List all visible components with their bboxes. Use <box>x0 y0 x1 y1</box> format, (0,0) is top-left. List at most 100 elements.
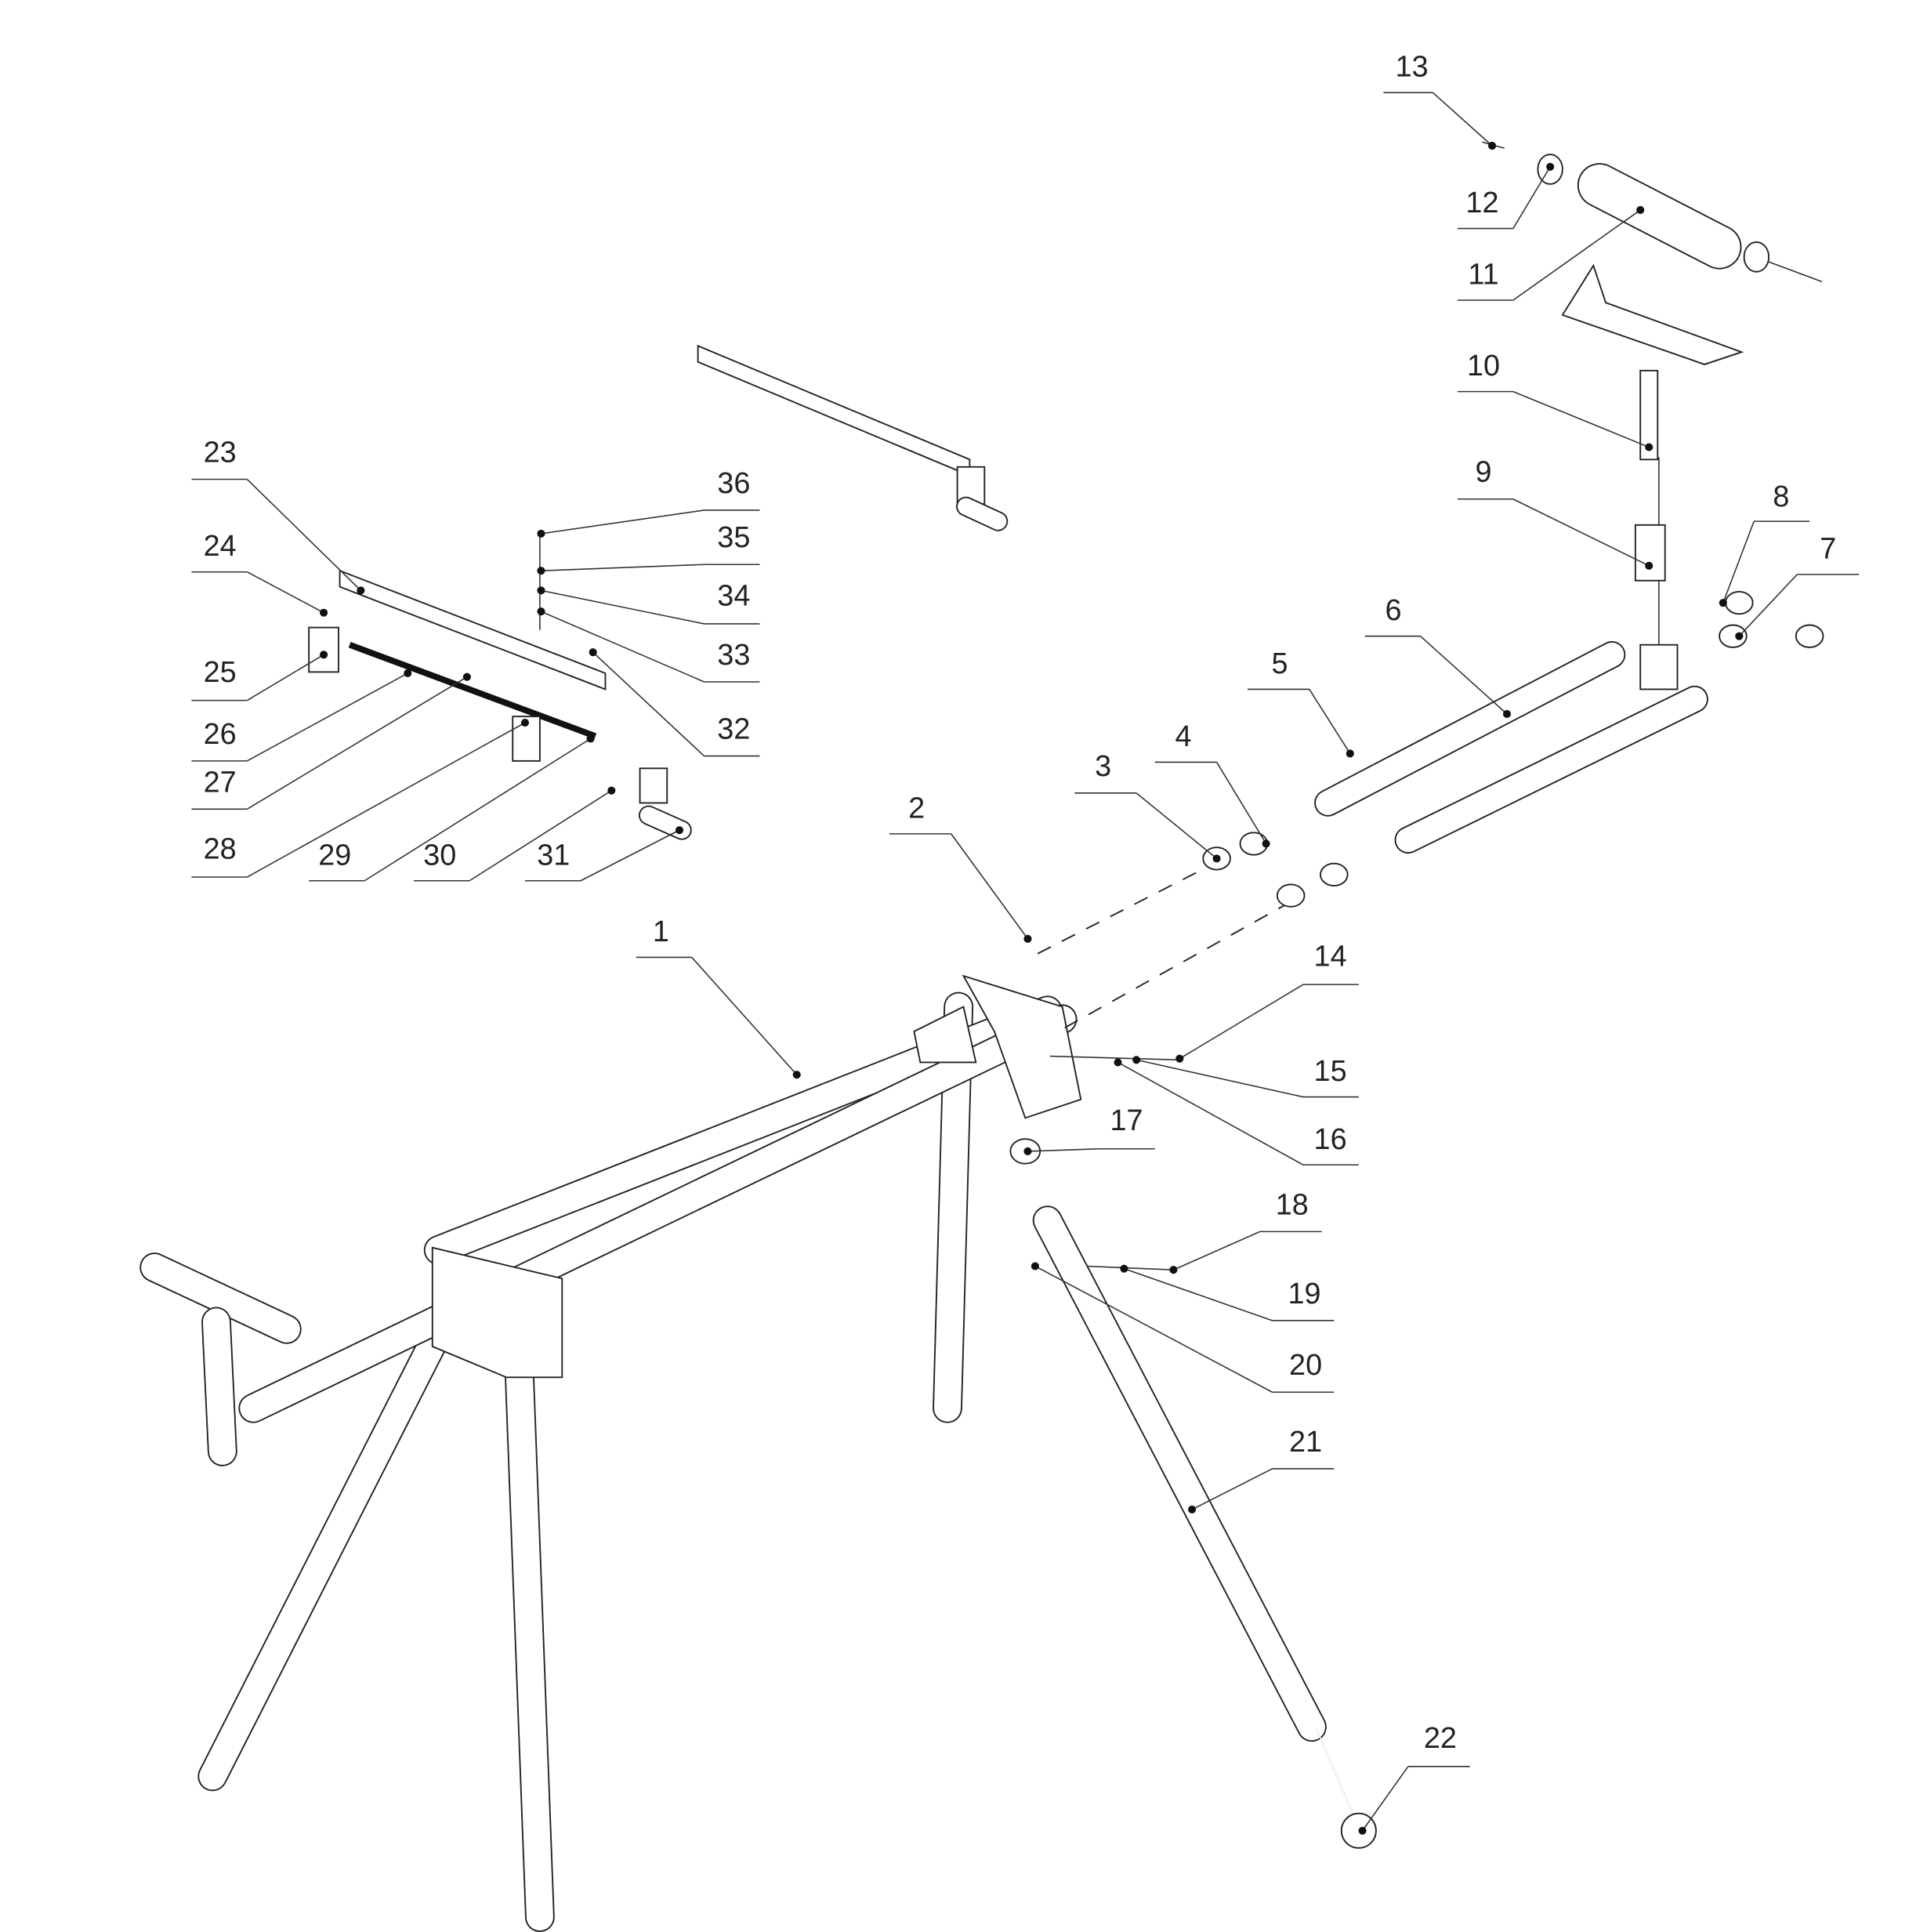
callout-number: 22 <box>1424 1722 1457 1755</box>
callout-leader-line <box>1027 1147 1099 1152</box>
callout-30: 30 <box>414 786 616 882</box>
callout-leader-line <box>1432 92 1493 147</box>
callout-1: 1 <box>636 915 801 1079</box>
callout-number: 31 <box>537 839 570 872</box>
callout-number: 11 <box>1468 258 1498 291</box>
callout-dot <box>1636 205 1645 214</box>
callout-17: 17 <box>1023 1104 1155 1155</box>
callout-number: 6 <box>1385 594 1401 627</box>
callout-7: 7 <box>1735 532 1860 640</box>
end-cap-4 <box>1725 590 1754 615</box>
callout-leader-line <box>1512 209 1641 301</box>
callout-leader-line <box>1512 166 1551 229</box>
callout-16: 16 <box>1114 1058 1359 1166</box>
callout-leader-line <box>364 738 591 882</box>
callout-10: 10 <box>1457 350 1654 451</box>
assembly-line-1 <box>1037 861 1218 955</box>
callout-labels: 1234567891011121314151617181920212223242… <box>191 51 1860 1835</box>
bracket-right <box>962 974 1082 1119</box>
callout-dot <box>675 826 684 835</box>
end-cap-5 <box>1795 624 1824 648</box>
roller-11 <box>1577 163 1742 270</box>
leg-front-left-fill <box>199 1330 446 1790</box>
callout-number: 17 <box>1110 1104 1143 1137</box>
callout-dot <box>537 586 545 595</box>
callout-dot <box>1502 709 1512 719</box>
bolt-line-14 <box>1049 1055 1180 1061</box>
callout-dot <box>1120 1264 1128 1273</box>
callout-36: 36 <box>537 467 760 538</box>
support-post-left <box>201 1307 237 1466</box>
leg-foot-line <box>1316 1728 1357 1823</box>
callout-number: 26 <box>204 718 237 751</box>
callout-number: 5 <box>1271 647 1288 680</box>
callout-leader-line <box>580 829 680 882</box>
callout-leader-line <box>691 956 798 1075</box>
callout-31: 31 <box>524 826 684 882</box>
leg-rear-left-fill <box>505 1345 553 1931</box>
roller-support-post <box>1639 369 1659 461</box>
callout-leader-line <box>1179 984 1304 1060</box>
callout-leader-line <box>1034 1265 1273 1393</box>
leg-detached-21 <box>1032 1205 1327 1742</box>
callout-dot <box>1188 1505 1197 1514</box>
square-sleeve-9 <box>1634 524 1666 582</box>
callout-2: 2 <box>889 792 1032 943</box>
callout-14: 14 <box>1175 941 1359 1063</box>
callout-dot <box>537 567 545 575</box>
callout-number: 30 <box>423 839 456 872</box>
main-rail-front-fill <box>240 1006 1076 1422</box>
callout-dot <box>1346 749 1354 758</box>
callout-leader-line <box>246 654 324 701</box>
callout-dot <box>320 651 328 659</box>
callout-33: 33 <box>537 607 760 683</box>
callout-number: 1 <box>653 915 669 948</box>
extension-rail-back-fill <box>1316 642 1625 815</box>
callout-23: 23 <box>191 436 365 595</box>
roller-11-fill <box>1578 164 1740 268</box>
callout-number: 36 <box>717 467 750 500</box>
callout-number: 27 <box>204 766 237 799</box>
callout-number: 34 <box>717 579 750 612</box>
leg-rear-left <box>504 1343 555 1932</box>
callout-number: 32 <box>717 713 750 746</box>
callout-number: 15 <box>1314 1055 1347 1088</box>
callout-dot <box>1358 1826 1367 1835</box>
callout-dot <box>1212 854 1221 863</box>
callout-21: 21 <box>1188 1426 1335 1514</box>
callout-leader-line <box>246 571 324 614</box>
callout-number: 9 <box>1476 456 1492 489</box>
callout-number: 3 <box>1095 750 1111 783</box>
callout-leader-line <box>469 790 612 882</box>
crank-grip-assembled <box>956 496 1009 531</box>
callout-leader-line <box>951 833 1029 940</box>
callout-dot <box>520 718 530 727</box>
support-post-left-fill <box>202 1308 236 1465</box>
callout-12: 12 <box>1457 162 1555 230</box>
callout-leader-line <box>246 722 526 878</box>
callout-leader-line <box>1722 520 1755 604</box>
roller-end-cap <box>1743 241 1770 273</box>
callout-number: 29 <box>318 839 351 872</box>
threaded-rod-26 <box>348 642 597 740</box>
callout-leader-line <box>1215 762 1267 844</box>
callout-26: 26 <box>191 669 412 762</box>
crank-grip-assembled-fill <box>957 498 1007 530</box>
crank-handle-31 <box>639 767 668 804</box>
roller-left <box>139 1252 302 1344</box>
callout-25: 25 <box>191 651 328 701</box>
extension-rail-back <box>1314 640 1626 817</box>
extension-rail-front-fill <box>1396 687 1707 853</box>
bracket-right-inner <box>913 1006 977 1064</box>
leg-foot-line-fill <box>1316 1728 1357 1823</box>
callout-dot <box>1023 934 1032 943</box>
callout-leader-line <box>1136 792 1218 859</box>
callout-number: 7 <box>1820 532 1836 565</box>
roller-axle <box>1768 261 1823 283</box>
callout-number: 8 <box>1773 480 1789 513</box>
callout-number: 2 <box>908 792 925 825</box>
callout-28: 28 <box>191 718 530 878</box>
end-cap-6 <box>1719 624 1748 648</box>
callout-dot <box>1488 141 1497 150</box>
